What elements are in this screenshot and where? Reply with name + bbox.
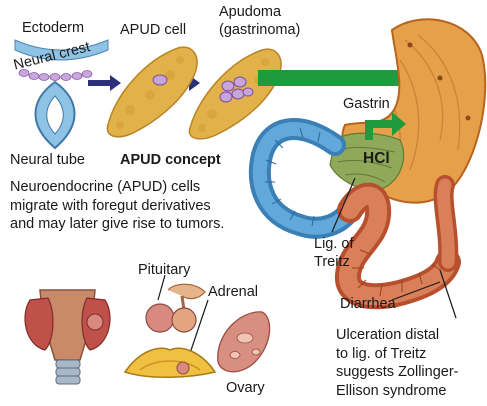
- lig-treitz-label-line1: Lig. of: [314, 236, 354, 253]
- apud-concept-heading: APUD concept: [120, 152, 221, 169]
- pituitary-label: Pituitary: [138, 262, 190, 279]
- ectoderm-label: Ectoderm: [22, 20, 84, 37]
- ulceration-line: Ellison syndrome: [336, 382, 459, 401]
- adrenal-label: Adrenal: [208, 284, 258, 301]
- neural-crest-cells: [19, 70, 92, 81]
- gastrin-label: Gastrin: [343, 96, 390, 113]
- hcl-label: HCl: [363, 150, 390, 167]
- pituitary-gland: [146, 284, 205, 332]
- description-line: and may later give rise to tumors.: [10, 215, 224, 234]
- green-arrow-to-stomach: [258, 60, 420, 96]
- ovary-label: Ovary: [226, 380, 265, 397]
- neural-tube-label: Neural tube: [10, 152, 85, 169]
- description-line: Neuroendocrine (APUD) cells: [10, 178, 224, 197]
- gastrinoma-label: (gastrinoma): [219, 22, 300, 39]
- diarrhea-label: Diarrhea: [340, 296, 396, 313]
- apud-description: Neuroendocrine (APUD) cells migrate with…: [10, 178, 224, 234]
- apud-cell: [153, 75, 167, 85]
- lig-treitz-label-line2: Treitz: [314, 254, 350, 271]
- thyroid-larynx: [25, 290, 110, 384]
- description-line: migrate with foregut derivatives: [10, 197, 224, 216]
- ulceration-note: Ulceration distal to lig. of Treitz sugg…: [336, 326, 459, 400]
- apud-cell-label: APUD cell: [120, 22, 186, 39]
- apudoma-label: Apudoma: [219, 4, 281, 21]
- ulceration-line: suggests Zollinger-: [336, 363, 459, 382]
- adrenal-gland: [125, 348, 215, 377]
- ulceration-line: Ulceration distal: [336, 326, 459, 345]
- ovary: [218, 312, 270, 372]
- ulceration-line: to lig. of Treitz: [336, 345, 459, 364]
